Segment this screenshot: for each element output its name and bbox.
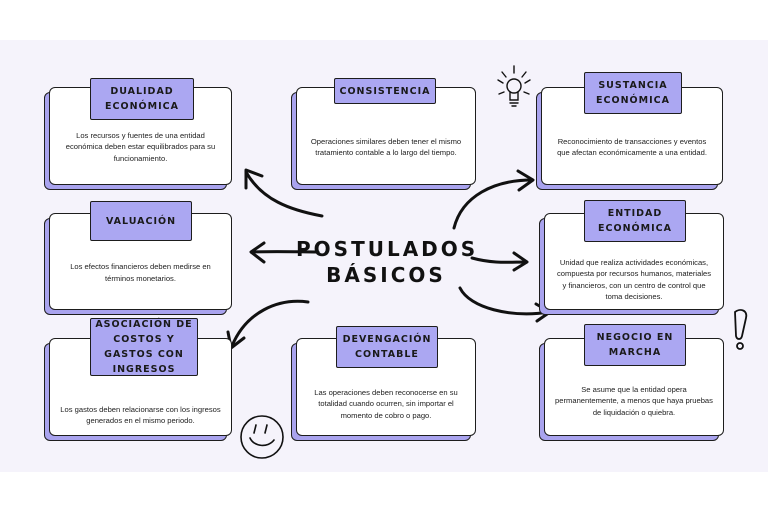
- exclamation-icon: [734, 309, 748, 350]
- card-text: Las operaciones deben reconocerse en su …: [314, 387, 458, 420]
- card-text: Los recursos y fuentes de una entidad ec…: [65, 130, 216, 163]
- center-title: POSTULADOS BÁSICOS: [296, 236, 476, 288]
- card-title: NEGOCIO EN MARCHA: [584, 324, 686, 366]
- card-text: Unidad que realiza actividades económica…: [556, 257, 712, 302]
- lightbulb-icon: [497, 65, 531, 107]
- card-text: Operaciones similares deben tener el mis…: [310, 136, 462, 158]
- card-title: ENTIDAD ECONÓMICA: [584, 200, 686, 242]
- arrow-to-entidad: [470, 256, 528, 264]
- card-entidad-economica: Unidad que realiza actividades económica…: [539, 213, 724, 315]
- card-text: Los efectos financieros deben medirse en…: [70, 262, 211, 283]
- card-text: Se asume que la entidad opera permanente…: [555, 384, 713, 417]
- card-dualidad-economica: Los recursos y fuentes de una entidad ec…: [44, 87, 232, 190]
- smiley-icon: [240, 415, 284, 459]
- center-title-line-2: BÁSICOS: [326, 263, 446, 287]
- arrow-to-asociacion: [230, 299, 310, 348]
- arrow-to-dualidad: [244, 170, 324, 218]
- card-text: Los gastos deben relacionarse con los in…: [60, 404, 221, 426]
- card-negocio-en-marcha: Se asume que la entidad opera permanente…: [539, 338, 724, 441]
- card-title: DEVENGACIÓN CONTABLE: [336, 326, 438, 368]
- card-text: Reconocimiento de transacciones y evento…: [557, 136, 707, 158]
- card-title: DUALIDAD ECONÓMICA: [90, 78, 194, 120]
- arrow-to-sustancia: [452, 178, 534, 230]
- arrow-to-negocio: [458, 286, 552, 316]
- card-face: Los recursos y fuentes de una entidad ec…: [49, 87, 232, 185]
- card-title: SUSTANCIA ECONÓMICA: [584, 72, 682, 114]
- card-title: CONSISTENCIA: [334, 78, 436, 104]
- card-title: ASOCIACIÓN DE COSTOS Y GASTOS CON INGRES…: [90, 318, 198, 376]
- card-face: Se asume que la entidad opera permanente…: [544, 338, 724, 436]
- center-title-line-1: POSTULADOS: [296, 237, 479, 261]
- card-title: VALUACIÓN: [90, 201, 192, 241]
